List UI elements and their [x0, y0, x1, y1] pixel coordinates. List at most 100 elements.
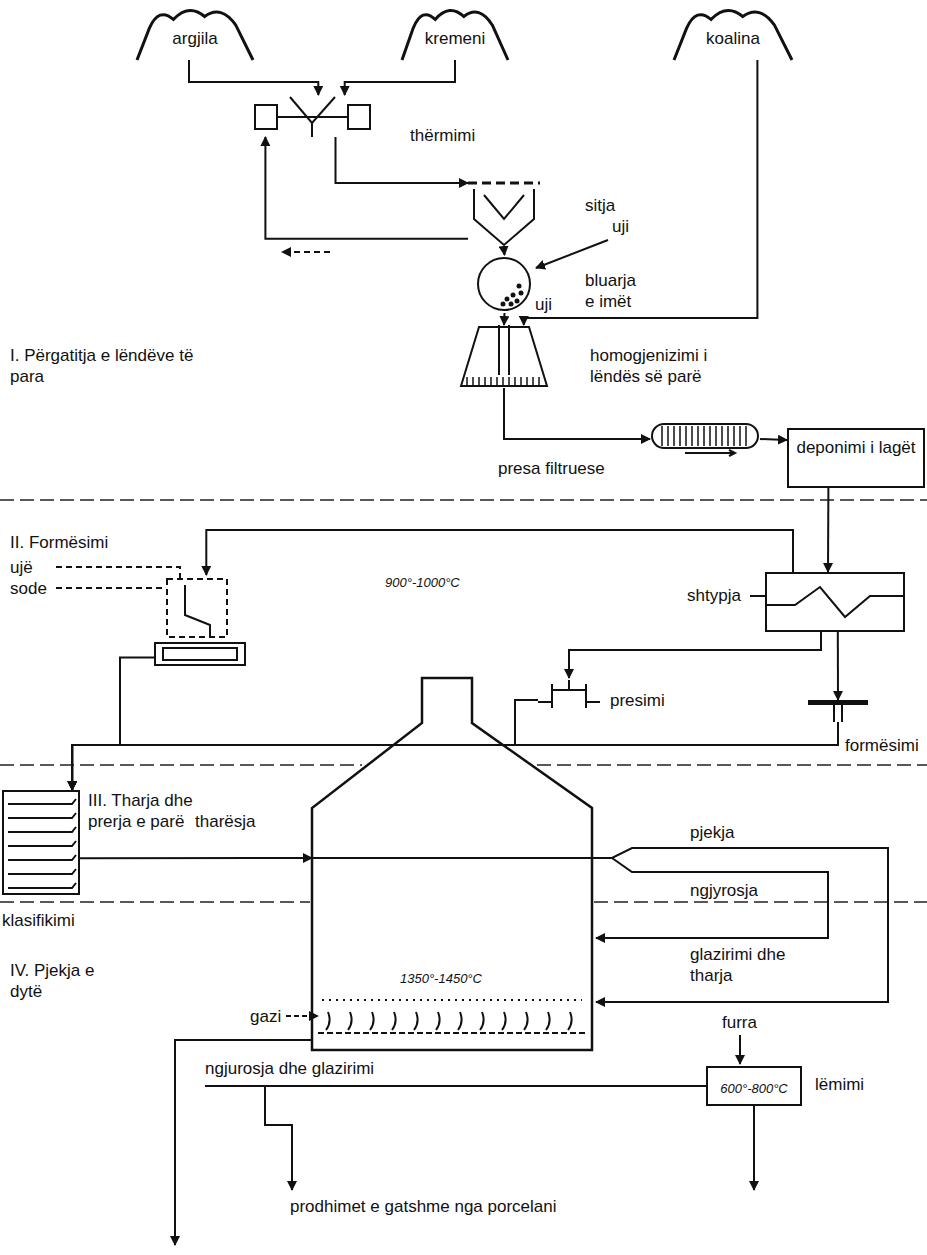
mixer-symbol-part: [167, 579, 227, 637]
mixing-tank-symbol-part: [502, 377, 504, 386]
mixing-tank-symbol-part: [499, 325, 509, 375]
coloring-loop: [596, 858, 828, 938]
mixer-symbol-outline: [155, 575, 245, 670]
node-label: presimi: [610, 690, 665, 711]
node-label: deponimi i lagët: [796, 437, 916, 458]
mixing-tank-symbol-part: [484, 377, 486, 386]
dryer-symbol-part: [8, 869, 76, 874]
filter-press-symbol-part: [745, 426, 747, 446]
mixing-tank-symbol-part: [532, 377, 534, 386]
crusher-symbol-outline: [255, 95, 370, 137]
diagram-label: glazirimi dhe tharja: [690, 944, 790, 986]
kiln-outline-part: [546, 1012, 550, 1030]
kiln-outline-part: [568, 1012, 572, 1030]
flow-connector: [504, 388, 650, 439]
flow-connector: [569, 632, 821, 678]
mixing-tank-symbol-part: [490, 377, 492, 386]
ball-mill-symbol-part: [478, 258, 530, 310]
dryer-symbol-part: [8, 827, 76, 832]
forming-table-symbol-outline: [808, 700, 868, 722]
kiln-outline: 1350°-1450°C: [312, 678, 592, 1050]
sieve-symbol-part: [474, 189, 534, 245]
crusher-symbol-part: [277, 97, 348, 137]
filter-press-symbol-part: [715, 426, 717, 446]
sieve-symbol: sitja: [468, 175, 540, 250]
ball-mill-symbol-part: [519, 291, 524, 296]
soda-inlet-arrow: [56, 567, 180, 578]
sieve-symbol-outline: [468, 175, 540, 250]
section-line: [0, 499, 927, 501]
diagram-label: IV. Pjekja e dytë: [10, 960, 110, 1002]
flow-connector: [72, 722, 838, 790]
polishing-furnace-box-part: [707, 1067, 801, 1105]
crusher-symbol-part: [255, 105, 277, 129]
ball-mill-symbol-part: [517, 284, 522, 289]
ball-mill-symbol-outline: [477, 255, 532, 313]
node-label: sitja: [585, 195, 615, 216]
press-box-outline: [765, 572, 905, 632]
flow-connector: [503, 250, 506, 255]
kiln-outline-outline: [312, 678, 592, 1050]
filter-press-symbol-part: [739, 426, 741, 446]
filter-press-symbol-part: [733, 426, 735, 446]
mixing-tank-symbol-outline: [459, 325, 549, 388]
kiln-outline-part: [326, 1012, 330, 1030]
filter-press-symbol-part: [679, 426, 681, 446]
firing-loop: [592, 848, 888, 1002]
node-label: 600°-800°C: [720, 1078, 788, 1099]
diagram-label: uji: [535, 294, 552, 315]
flow-connector: [80, 857, 312, 859]
dryer-symbol: tharësja: [2, 790, 80, 895]
diagram-label: lëmimi: [815, 1074, 864, 1095]
node-label: formësimi: [845, 735, 919, 756]
diagram-label: I. Përgatitja e lëndëve të para: [10, 345, 195, 387]
glazing-line: [205, 1085, 706, 1087]
output-line: [753, 1106, 755, 1190]
flow-connector: [827, 488, 829, 572]
kiln-outline-part: [318, 1032, 586, 1034]
filter-press-symbol-part: [685, 450, 735, 456]
filter-press-symbol-part: [727, 426, 729, 446]
kiln-outline-part: [414, 1012, 418, 1030]
kiln-outline-part: [322, 999, 582, 1001]
filter-press-symbol-outline: [650, 422, 760, 456]
furnace-arrow: [739, 1035, 741, 1064]
press-box-part: [766, 573, 904, 631]
material-pile-part: [402, 10, 508, 60]
ball-mill-symbol-part: [505, 297, 510, 302]
node-label: koalina: [706, 28, 760, 49]
press-symbol-outline: [538, 678, 600, 718]
kiln-outline-part: [312, 678, 592, 1050]
soda-inlet-arrow: [56, 587, 162, 589]
section-line: [0, 764, 362, 766]
section-line: [0, 901, 310, 903]
filter-press-symbol-part: [667, 426, 669, 446]
node-label: presa filtruese: [498, 458, 605, 479]
material-pile: kremeni: [400, 2, 510, 60]
node-label: 1350°-1450°C: [400, 968, 482, 989]
press-box: shtypja: [765, 572, 905, 632]
press-box-part: [765, 587, 905, 617]
mixer-symbol-part: [185, 585, 210, 637]
flow-connector: [503, 313, 506, 325]
ball-mill-symbol-part: [501, 302, 506, 307]
diagram-label: furra: [722, 1012, 757, 1033]
flow-connector: [345, 60, 455, 95]
kiln-outline-part: [392, 1012, 396, 1030]
section-line: [537, 764, 927, 766]
mixing-tank-symbol-part: [538, 377, 540, 386]
diagram-label: uji: [612, 216, 629, 237]
mixing-tank-symbol-part: [514, 377, 516, 386]
flow-connector: [524, 60, 758, 325]
node-label: shtypja: [687, 585, 741, 606]
ball-mill-symbol-part: [511, 293, 516, 298]
ball-mill-symbol: bluarja e imët: [477, 255, 532, 313]
flow-connector: [760, 439, 787, 440]
node-label: homogjenizimi i lëndës së parë: [590, 345, 740, 387]
node-label: ujë sode: [10, 557, 52, 599]
kiln-outline-part: [480, 1012, 484, 1030]
material-pile-part: [137, 10, 253, 60]
crusher-symbol: thërmimi: [255, 95, 370, 137]
diagram-label: klasifikimi: [2, 910, 75, 931]
